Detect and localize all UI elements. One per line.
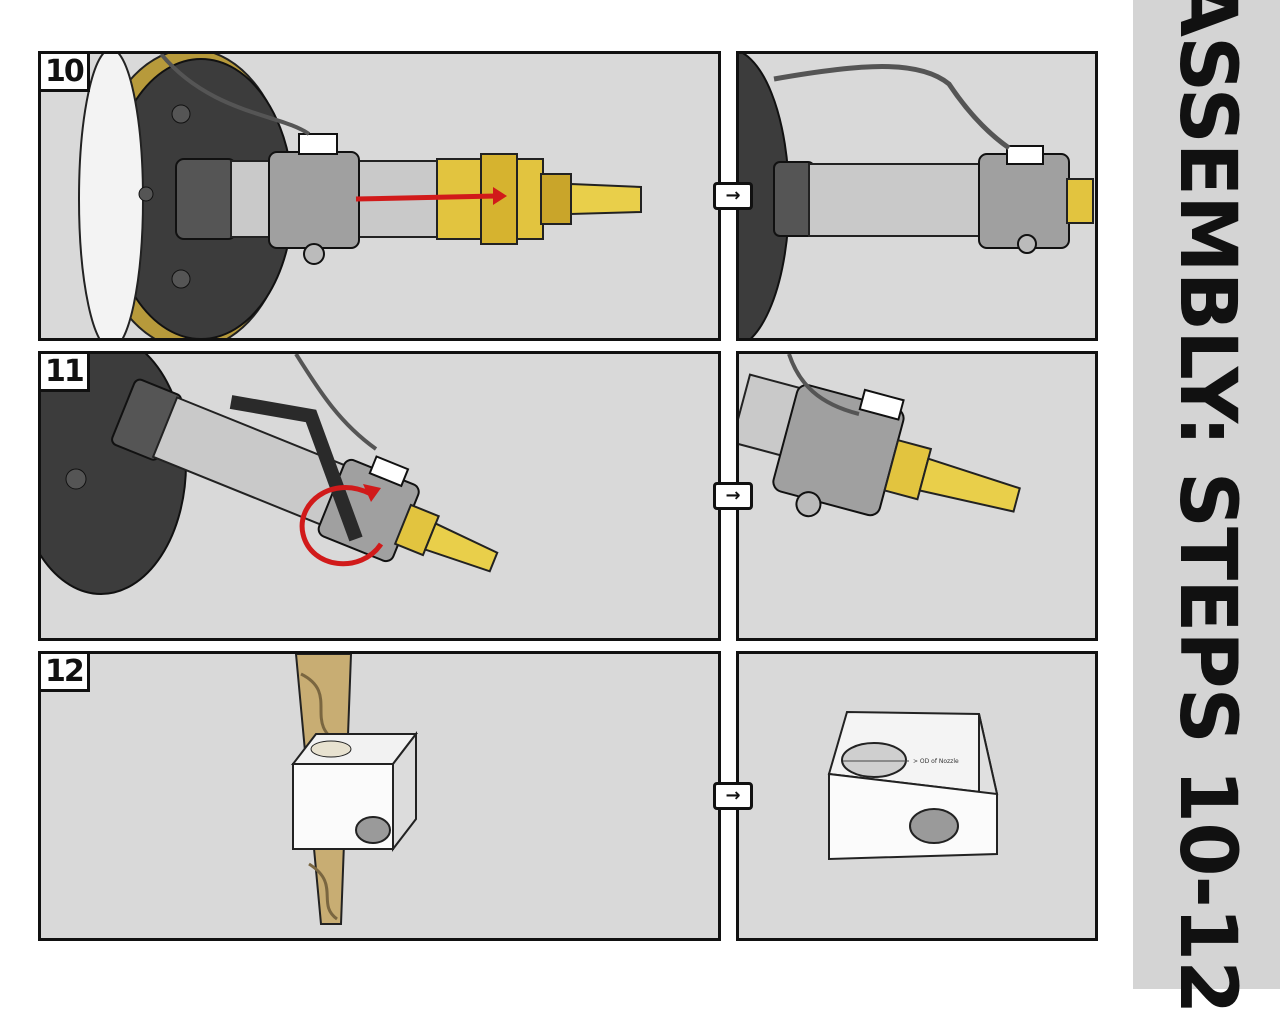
top-bore [841, 742, 907, 778]
step-12-illustration [290, 654, 419, 925]
nozzle-tube [808, 163, 1000, 237]
threaded-neck [175, 158, 237, 240]
step-10-illustration [78, 54, 642, 338]
hex-key-icon [229, 395, 363, 542]
step-12-result-arrow: → [713, 782, 753, 810]
step-11-number: 11 [41, 354, 90, 392]
step-10-after-panel [736, 51, 1098, 341]
hose-barb [918, 457, 1021, 513]
brass-nut [1066, 178, 1094, 224]
block-hole [355, 816, 391, 844]
step-11-result-arrow: → [713, 482, 753, 510]
step-11-after-panel [736, 351, 1098, 641]
cable [787, 354, 860, 416]
clamp-block [268, 151, 360, 249]
screw-icon [171, 104, 191, 124]
step-11-illustration [41, 354, 499, 595]
red-rotation-arrow [299, 485, 384, 567]
screw-icon [171, 269, 191, 289]
hose-barb [423, 522, 499, 573]
step-10-before-panel: 10 [38, 51, 721, 341]
step-12-result-illustration: > OD of Nozzle [827, 710, 999, 861]
step-12-after-panel: > OD of Nozzle [736, 651, 1098, 941]
step-10-result-arrow: → [713, 182, 753, 210]
red-direction-arrow [355, 193, 497, 202]
cable [294, 354, 378, 451]
page-title: ASSEMBLY: STEPS 10-12 [1161, 0, 1252, 1013]
step-12-number: 12 [41, 654, 90, 692]
step-10-result-illustration [739, 54, 1094, 338]
step-11-result-illustration [739, 354, 1021, 518]
sidebar: ASSEMBLY: STEPS 10-12 [1133, 0, 1280, 1013]
clamp-block [978, 153, 1070, 249]
screw-icon [65, 468, 87, 490]
cable [159, 54, 311, 136]
nozzle-diameter-note: > OD of Nozzle [913, 758, 959, 765]
step-11-before-panel: 11 [38, 351, 721, 641]
block-hole [909, 808, 959, 844]
flange-edge [78, 54, 144, 338]
cable [773, 64, 1011, 151]
hose-barb [570, 182, 642, 216]
step-12-before-panel: 12 [38, 651, 721, 941]
step-10-number: 10 [41, 54, 90, 92]
